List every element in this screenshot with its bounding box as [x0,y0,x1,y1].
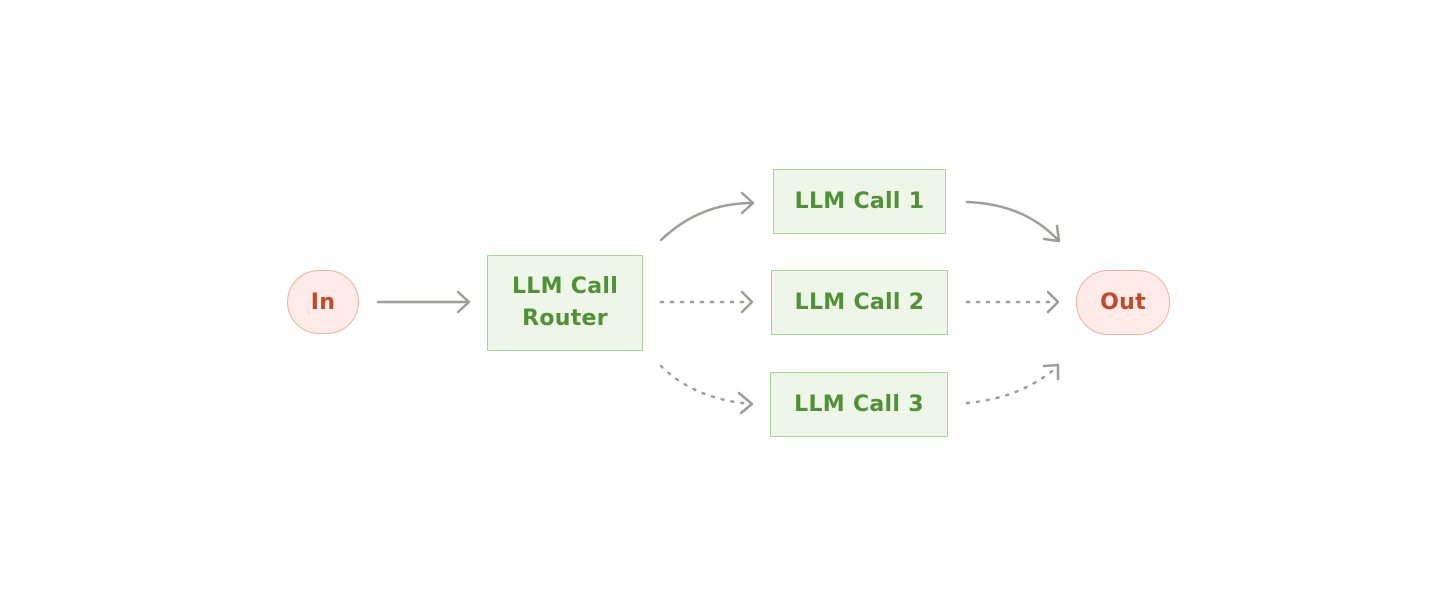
edge-router-to-call2 [659,290,754,314]
edge-call2-to-output [965,290,1060,314]
router-node-label-line1: LLM Call [511,274,619,299]
llm-call-1-node: LLM Call 1 [773,169,946,234]
edge-call3-to-output [965,363,1060,405]
input-node: In [287,270,359,334]
input-node-label: In [310,289,336,315]
router-node-label: LLM Call Router [512,271,618,335]
llm-call-3-label: LLM Call 3 [794,392,924,417]
llm-call-2-node: LLM Call 2 [771,270,948,335]
output-node: Out [1076,270,1170,335]
llm-call-3-node: LLM Call 3 [770,372,948,437]
edge-router-to-call3 [659,364,754,415]
llm-call-2-label: LLM Call 2 [794,290,925,315]
edge-input-to-router [376,290,471,314]
llm-call-1-label: LLM Call 1 [794,189,925,214]
output-node-label: Out [1100,290,1146,315]
edge-call1-to-output [965,200,1061,243]
edge-router-to-call1 [659,191,755,242]
router-node-label-line2: Router [522,306,608,331]
router-node: LLM Call Router [487,255,643,351]
